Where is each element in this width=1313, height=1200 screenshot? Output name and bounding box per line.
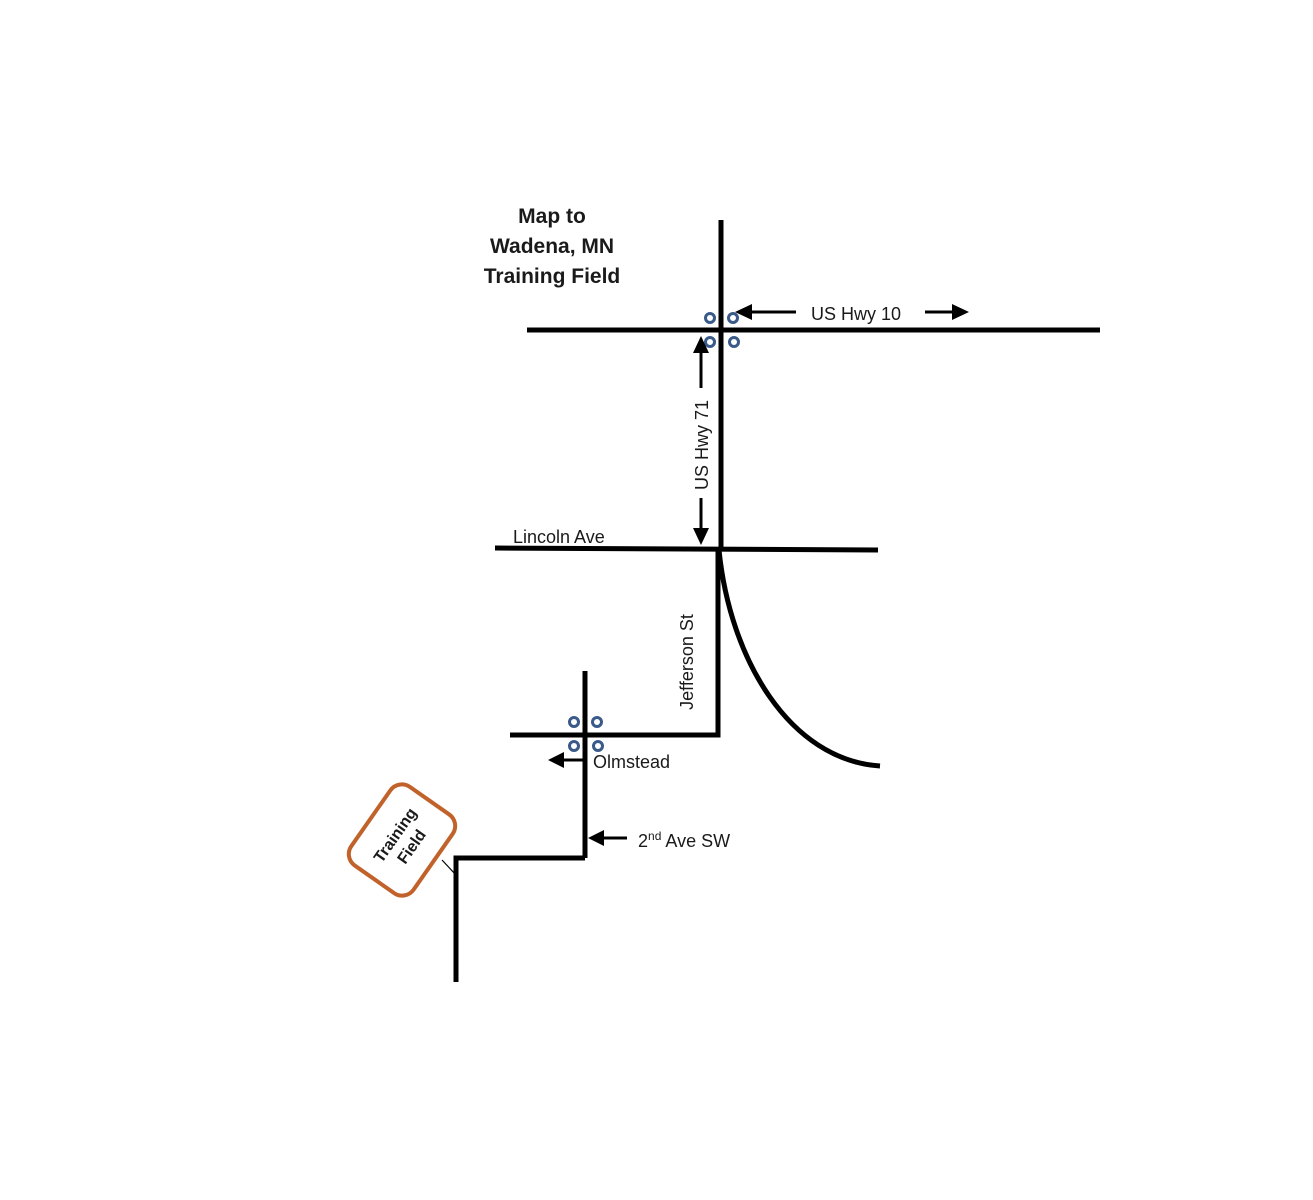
arrow-head-down-icon: [693, 528, 709, 545]
signal-light-icon: [568, 740, 580, 752]
olmstead-label: Olmstead: [593, 752, 670, 772]
arrow-head-left-icon: [735, 304, 752, 320]
road-curve: [716, 549, 881, 769]
road-lincoln-ave: [494, 545, 879, 553]
road-jefferson-st: [510, 550, 721, 738]
roads: [453, 220, 1100, 982]
arrow-head-left-icon: [588, 830, 604, 846]
signal-light-icon: [592, 740, 604, 752]
us-hwy-10-label: US Hwy 10: [811, 304, 901, 324]
training-field-marker: Training Field: [346, 782, 458, 898]
jefferson-st-label: Jefferson St: [677, 614, 697, 710]
2nd-ave-sw-rest: Ave SW: [661, 831, 730, 851]
label-2nd-ave-sw: 2nd Ave SW: [588, 829, 730, 851]
lincoln-ave-label: Lincoln Ave: [513, 527, 605, 547]
2nd-ave-sw-number: 2: [638, 831, 648, 851]
2nd-ave-sw-label: 2nd Ave SW: [638, 829, 730, 851]
label-olmstead: Olmstead: [548, 752, 670, 772]
us-hwy-71-label: US Hwy 71: [692, 400, 712, 490]
training-field-box: [346, 782, 458, 898]
title-line-3: Training Field: [484, 265, 621, 288]
arrow-head-right-icon: [952, 304, 969, 320]
signal-light-icon: [568, 716, 580, 728]
label-us-hwy-10: US Hwy 10: [735, 304, 969, 324]
arrow-head-up-icon: [693, 336, 709, 353]
traffic-light-icon: [704, 312, 740, 348]
signal-light-icon: [727, 312, 739, 324]
title-line-2: Wadena, MN: [490, 235, 614, 258]
title-line-1: Map to: [518, 205, 586, 228]
field-pointer-line: [441, 859, 457, 876]
arrow-head-left-icon: [548, 752, 564, 768]
map-title: Map to Wadena, MN Training Field: [484, 205, 621, 288]
label-us-hwy-71: US Hwy 71: [692, 336, 712, 545]
signal-light-icon: [591, 716, 603, 728]
road-to-field: [453, 855, 585, 982]
signal-light-icon: [728, 336, 740, 348]
signal-light-icon: [704, 336, 716, 348]
signal-light-icon: [704, 312, 716, 324]
2nd-ave-sw-superscript: nd: [648, 829, 661, 843]
traffic-light-icon: [568, 716, 604, 752]
